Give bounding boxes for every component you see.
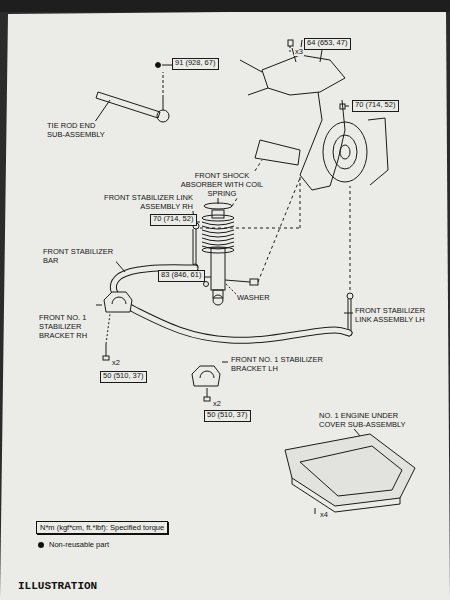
torque-box: 91 (928, 67) — [172, 58, 219, 70]
legend-row: N*m (kgf*cm, ft.*lbf): Specified torque — [36, 521, 168, 534]
quantity-mark: WASHER — [236, 293, 271, 302]
torque-box: 70 (714, 52) — [150, 214, 197, 226]
table-edge — [0, 0, 450, 12]
steering-knuckle — [240, 40, 388, 190]
bolt-right — [340, 104, 349, 109]
quantity-mark: x4 — [319, 510, 329, 519]
torque-value: 70 (714, 52) — [355, 101, 396, 110]
coil-winding — [202, 238, 234, 241]
coil-spring — [202, 222, 234, 249]
non-reusable-nut — [156, 63, 161, 68]
torque-box: 83 (846, 61) — [158, 270, 205, 282]
legend: N*m (kgf*cm, ft.*lbf): Specified torqueN… — [36, 521, 168, 555]
shock-absorber — [202, 194, 234, 305]
bracket-rh-leader — [96, 305, 102, 306]
torque-box: 64 (653, 47) — [304, 38, 351, 50]
torque-value: 50 (510, 37) — [103, 372, 144, 381]
engine-under-cover — [285, 424, 415, 514]
tie-rod-end — [96, 72, 169, 122]
stabilizer-bracket-rh — [104, 292, 132, 312]
coil-winding — [202, 242, 234, 245]
torque-box: 50 (510, 37) — [204, 410, 251, 422]
bracket-rh-bolt — [103, 314, 110, 360]
paper-sheet — [0, 10, 450, 600]
torque-value: 83 (846, 61) — [161, 271, 202, 280]
part-name: NO. 1 ENGINE UNDER COVER SUB-ASSEMBLY — [318, 411, 420, 429]
quantity-mark: x2 — [212, 399, 222, 408]
bracket-lh-bolt — [204, 388, 210, 401]
coil-winding — [202, 230, 234, 233]
torque-value: 50 (510, 37) — [207, 411, 248, 420]
link-lh-leader — [344, 313, 353, 314]
coil-winding — [202, 234, 234, 237]
quantity-mark: x3 — [294, 47, 304, 56]
part-name: FRONT NO. 1 STABILIZER BRACKET RH — [38, 313, 98, 340]
stabilizer-bar — [113, 268, 349, 340]
bracket-lh-leader — [222, 362, 228, 363]
coil-winding — [202, 246, 234, 249]
part-name: TIE ROD END SUB-ASSEMBLY — [46, 121, 110, 139]
torque-box: 70 (714, 52) — [352, 100, 399, 112]
quantity-mark: x2 — [111, 358, 121, 367]
torque-box: 50 (510, 37) — [100, 371, 147, 383]
torque-value: 91 (928, 67) — [175, 59, 216, 68]
legend-torque-box: N*m (kgf*cm, ft.*lbf): Specified torque — [36, 521, 168, 534]
section-title: ILLUSTRATION — [18, 580, 97, 592]
bolt-x3 — [288, 40, 293, 54]
part-name: FRONT NO. 1 STABILIZER BRACKET LH — [230, 355, 332, 373]
part-name: FRONT STABILIZER LINK ASSEMBLY RH — [100, 193, 194, 211]
stabilizer-bracket-lh — [192, 366, 220, 386]
coil-winding — [202, 222, 234, 225]
lower-bolt — [200, 277, 258, 294]
legend-dot — [38, 542, 44, 548]
legend-text: Non-reusable part — [49, 540, 109, 549]
part-name: FRONT STABILIZER BAR — [42, 247, 116, 265]
legend-row: Non-reusable part — [36, 540, 168, 549]
part-name: FRONT STABILIZER LINK ASSEMBLY LH — [354, 306, 442, 324]
torque-value: 64 (653, 47) — [307, 39, 348, 48]
torque-value: 70 (714, 52) — [153, 215, 194, 224]
stabilizer-link-rh — [192, 222, 200, 270]
